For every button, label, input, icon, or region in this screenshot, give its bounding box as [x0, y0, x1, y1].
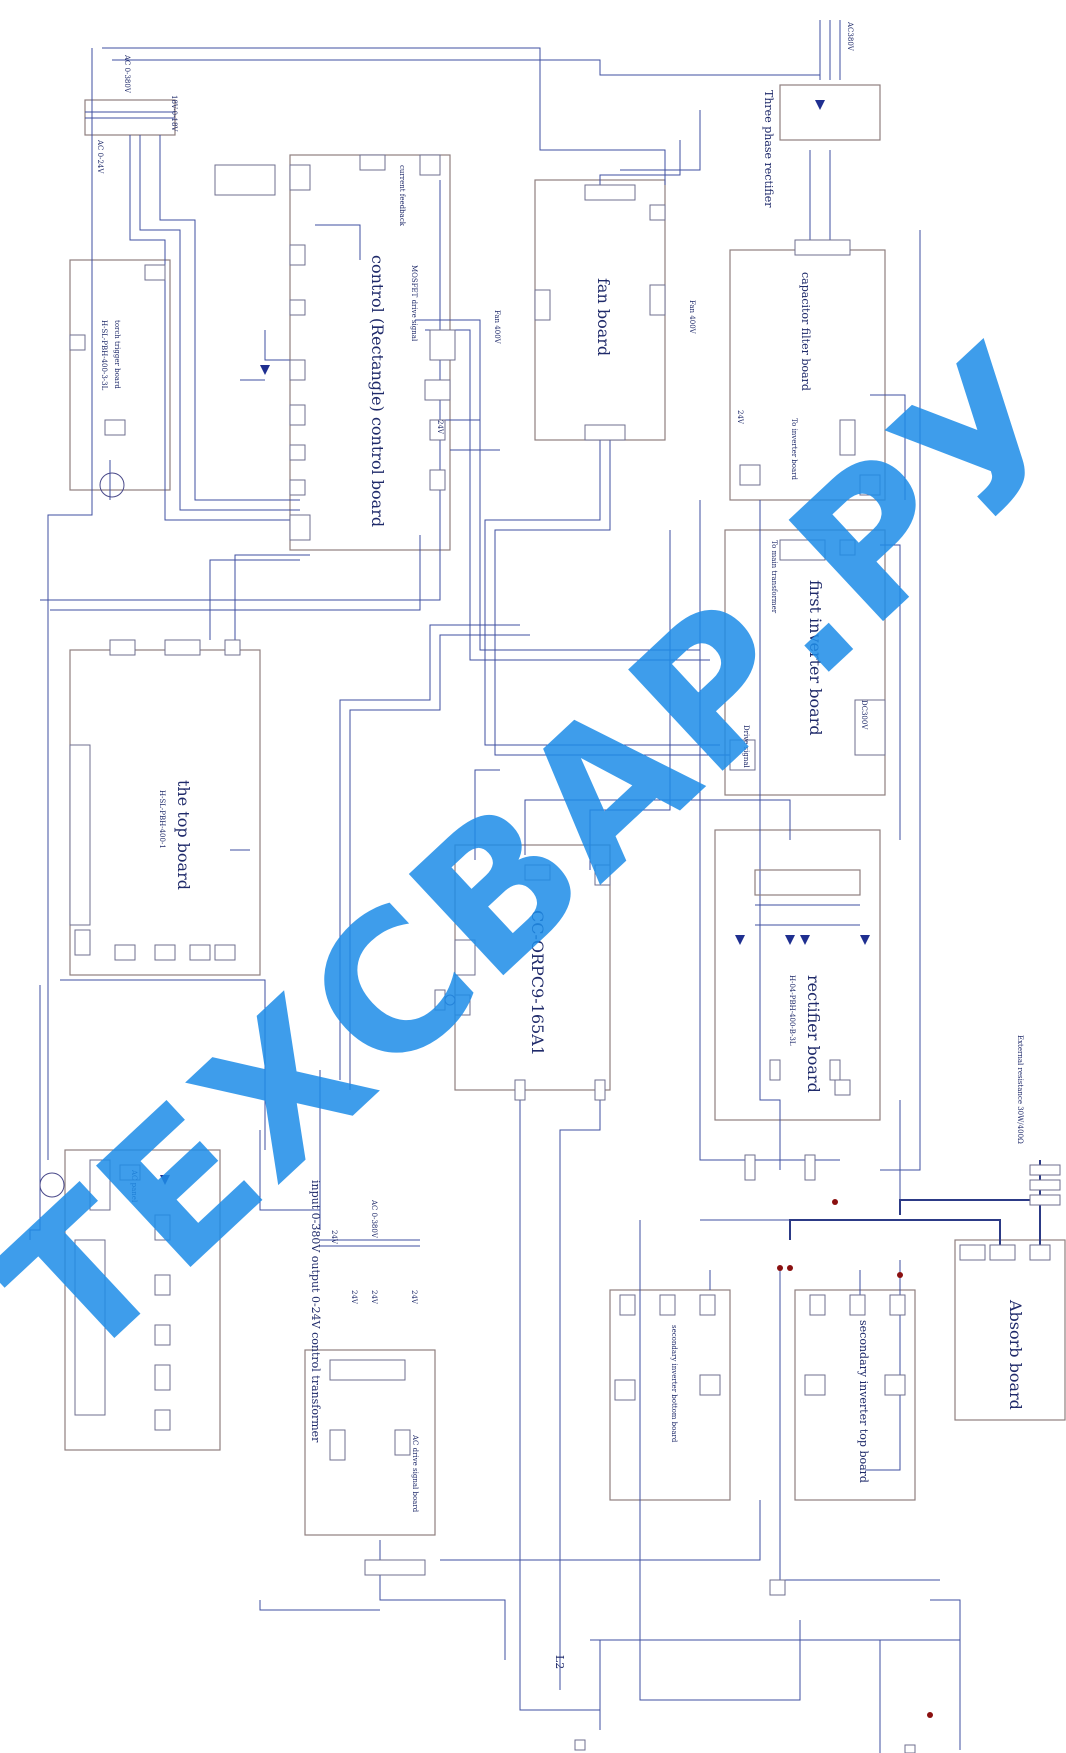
dc300v-label: DC300V: [860, 700, 868, 730]
three-phase-rectifier-outline: [779, 84, 881, 141]
three-phase-rectifier-label: Three phase rectifier: [762, 90, 775, 208]
absorb-board-outline: [954, 1239, 1066, 1421]
wiring: [29, 20, 1041, 1753]
control-transformer-ac-label: AC 0-380V: [370, 1199, 378, 1239]
absorb-board-title: Absorb board: [1006, 1299, 1025, 1410]
fan-board-title: fan board: [594, 278, 613, 356]
torch-trigger-code: H-SL-PBH-400-3-3L: [100, 320, 108, 391]
transformer-ac-label: AC 0-380V: [123, 54, 131, 94]
v24-label-2: 24V: [350, 1290, 358, 1305]
torch-trigger-title: torch trigger board: [113, 320, 121, 389]
first-inverter-board-title: first inverter board: [806, 580, 825, 736]
ac-panel-outline: [64, 1149, 221, 1451]
ac-panel-title: AC panel: [130, 1169, 138, 1203]
control-transformer-board-outline: [304, 1349, 436, 1536]
v24-label-3: 24V: [370, 1290, 378, 1305]
v24-label-5: 24V: [736, 410, 744, 425]
transformer-18v-label: 18V-0-18V: [170, 95, 178, 132]
watermark: ТЕХСВАР.РУ: [0, 304, 1066, 1403]
ac-drive-board-title: AC drive signal board: [411, 1434, 419, 1513]
drive-signal-label: Drive signal: [742, 725, 750, 769]
capacitor-board-title: capacitor filter board: [799, 272, 812, 391]
v24-label-6: 24V: [436, 420, 444, 435]
control-board-title: control (Rectangle) control board: [368, 255, 387, 527]
junction-dots: [777, 1199, 933, 1718]
mosfet-drive-label: MOSFET drive signal: [410, 265, 418, 342]
l2-label: L2: [553, 1655, 566, 1669]
external-resistance-label: External resistance 30W/400Ω: [1016, 1035, 1024, 1144]
secondary-top-title: secondary inverter top board: [857, 1320, 870, 1483]
to-inverter-board-label: To inverter board: [790, 418, 798, 480]
to-main-transformer-label: To main transformer: [770, 540, 778, 614]
cc-board-title: CC-ORPC9-165A1: [528, 910, 547, 1056]
diodes: [160, 100, 870, 1185]
transformer-coils: [85, 111, 861, 1247]
secondary-bottom-board-outline: [609, 1289, 731, 1501]
first-inverter-board-outline: [724, 529, 886, 796]
torch-trigger-board-outline: [69, 259, 171, 491]
fan-right-label: Fan 400V: [688, 300, 696, 335]
top-board-code: H-SL-PBH-400-1: [158, 790, 166, 849]
current-feedback-label: current feedback: [398, 165, 406, 227]
rectifier-board-code: H-04-PBH-400-B-3L: [788, 975, 796, 1046]
round-components: [39, 472, 456, 1198]
secondary-bottom-title: secondary inverter bottom board: [670, 1325, 678, 1443]
connectors: [69, 154, 1061, 1753]
transformer-out-label: AC 0-24V: [96, 139, 104, 174]
fan-left-label: Fan 400V: [493, 310, 501, 345]
rectifier-board-title: rectifier board: [804, 975, 823, 1093]
ac380v-label: AC380V: [846, 21, 854, 52]
rectifier-board-outline: [714, 829, 881, 1121]
control-transformer-title: input 0-380V output 0-24V control transf…: [309, 1180, 322, 1443]
v24-label-4: 24V: [410, 1290, 418, 1305]
v24-label-1: 24V: [330, 1230, 338, 1245]
top-board-title: the top board: [174, 780, 193, 890]
secondary-top-board-outline: [794, 1289, 916, 1501]
